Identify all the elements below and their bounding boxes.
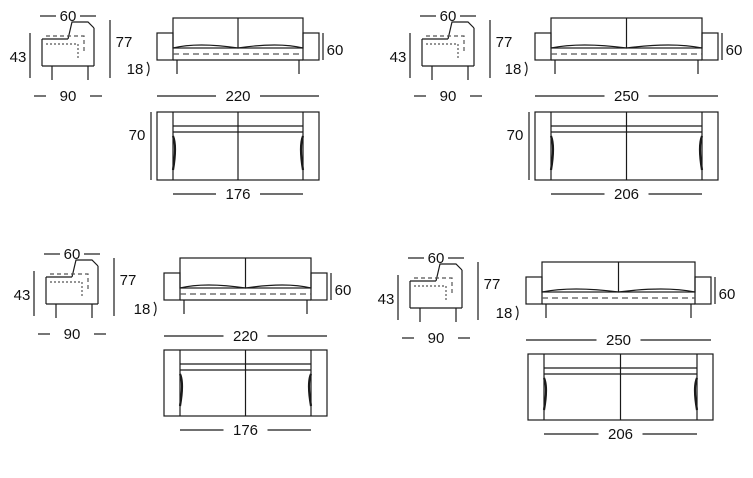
block3.front-leg-height-label: 18 bbox=[496, 305, 513, 322]
block2.top-arm-curve-left bbox=[178, 373, 184, 407]
block3.top-arm-curve-left bbox=[542, 377, 548, 411]
block2.side-depth-label: 60 bbox=[64, 246, 81, 263]
block2.top-arm-curve-right bbox=[307, 373, 313, 407]
block3.side-height-label: 77 bbox=[484, 276, 501, 293]
block0.front-arm-left bbox=[156, 32, 174, 61]
block2.side-cushion-dotted bbox=[50, 281, 83, 296]
block1.top-inner-width-label: 206 bbox=[614, 186, 639, 203]
block3.front-arm-right bbox=[694, 276, 712, 305]
block2.side-seat-height-label: 43 bbox=[14, 287, 31, 304]
block2.side-width-label: 90 bbox=[64, 326, 81, 343]
block1.side-width-label: 90 bbox=[440, 88, 457, 105]
block1.front-cushion-curve bbox=[550, 44, 703, 49]
block0.top-arm-curve-right bbox=[299, 135, 305, 171]
block0.side-depth-label: 60 bbox=[60, 8, 77, 25]
block1.front-arm-right bbox=[701, 32, 719, 61]
label-layer: 60 77 43 90 60 18 220 70 176 60 77 43 90 60 18 250 70 206… bbox=[10, 8, 743, 443]
block1.side-depth-label: 60 bbox=[440, 8, 457, 25]
block0.side-armrest-dashed bbox=[46, 35, 85, 54]
block0.top-arm-curve-left bbox=[171, 135, 177, 171]
block3.side-cushion-dotted bbox=[414, 285, 447, 300]
block2.front-arm-left bbox=[163, 272, 181, 301]
block1.front-leg-height-bracket bbox=[524, 61, 528, 77]
block0.front-width-label: 220 bbox=[225, 88, 250, 105]
block2.front-leg-height-label: 18 bbox=[134, 301, 151, 318]
block1.top-depth-label: 70 bbox=[507, 127, 524, 144]
block1.front-width-label: 250 bbox=[614, 88, 639, 105]
block1.side-seat-height-label: 43 bbox=[390, 49, 407, 66]
block1.front-arm-left bbox=[534, 32, 552, 61]
block2.front-leg-height-bracket bbox=[153, 301, 157, 317]
block0.side-height-label: 77 bbox=[116, 34, 133, 51]
block2.front-width-label: 220 bbox=[233, 328, 258, 345]
block3.side-seat-height-label: 43 bbox=[378, 291, 395, 308]
block2.front-arm-right bbox=[310, 272, 328, 301]
block0.side-backrest bbox=[67, 21, 95, 40]
block3.top-inner-width-label: 206 bbox=[608, 426, 633, 443]
block0.front-arm-right bbox=[302, 32, 320, 61]
block2.front-back-height-label: 60 bbox=[335, 282, 352, 299]
block2.top-inner-width-label: 176 bbox=[233, 422, 258, 439]
block0.top-inner-width-label: 176 bbox=[225, 186, 250, 203]
block3.side-armrest-dashed bbox=[414, 277, 453, 296]
block3.front-arm-left bbox=[525, 276, 543, 305]
block1.side-backrest bbox=[447, 21, 475, 40]
block1.top-arm-curve-left bbox=[549, 135, 555, 171]
block3.side-width-label: 90 bbox=[428, 330, 445, 347]
block1.side-cushion-dotted bbox=[426, 43, 459, 58]
block3.side-depth-label: 60 bbox=[428, 250, 445, 267]
block3.top-arm-curve-right bbox=[693, 377, 699, 411]
block1.side-height-label: 77 bbox=[496, 34, 513, 51]
block0.side-cushion-dotted bbox=[46, 43, 79, 58]
block2.side-backrest bbox=[71, 259, 99, 278]
block2.side-height-label: 77 bbox=[120, 272, 137, 289]
drawing-layer bbox=[29, 15, 723, 435]
block3.front-cushion-curve bbox=[541, 288, 696, 293]
block3.front-leg-height-bracket bbox=[515, 305, 519, 321]
block0.side-seat-height-label: 43 bbox=[10, 49, 27, 66]
block0.side-width-label: 90 bbox=[60, 88, 77, 105]
block3.front-back-height-label: 60 bbox=[719, 286, 736, 303]
block2.side-armrest-dashed bbox=[50, 273, 89, 292]
block0.top-depth-label: 70 bbox=[129, 127, 146, 144]
block0.front-cushion-curve bbox=[172, 44, 304, 49]
block0.front-leg-height-bracket bbox=[146, 61, 150, 77]
block1.front-leg-height-label: 18 bbox=[505, 61, 522, 78]
block0.front-back-height-label: 60 bbox=[327, 42, 344, 59]
block3.side-backrest bbox=[435, 263, 463, 282]
block3.front-width-label: 250 bbox=[606, 332, 631, 349]
block1.front-back-height-label: 60 bbox=[726, 42, 743, 59]
block1.side-armrest-dashed bbox=[426, 35, 465, 54]
block0.front-leg-height-label: 18 bbox=[127, 61, 144, 78]
block2.front-cushion-curve bbox=[179, 284, 312, 289]
block1.top-arm-curve-right bbox=[698, 135, 704, 171]
